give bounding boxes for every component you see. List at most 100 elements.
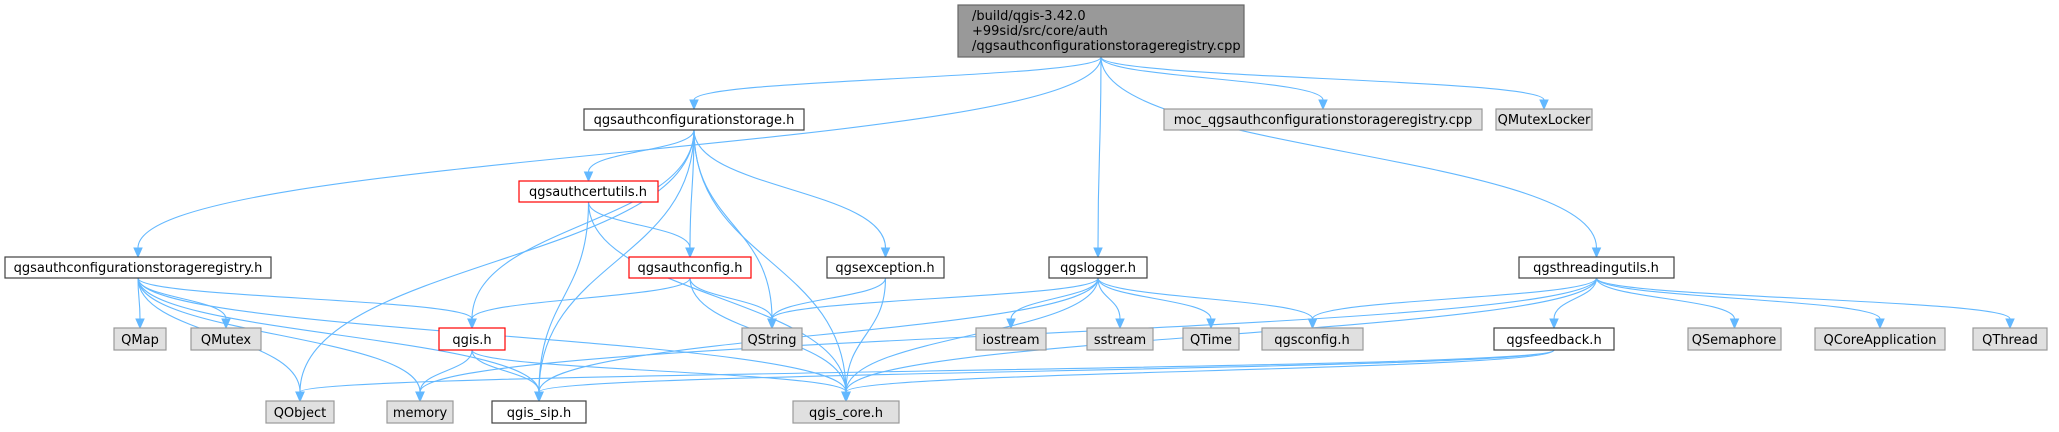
node-iostream[interactable]: iostream (975, 327, 1047, 351)
edge-logger-to-sstream (1097, 277, 1125, 330)
root-file-node[interactable]: /build/qgis-3.42.0 +99sid/src/core/auth … (957, 4, 1245, 58)
edge-root-to-moc (1100, 56, 1328, 111)
node-sstream[interactable]: sstream (1086, 327, 1154, 351)
edge-feedback-to-qgis_core (841, 349, 1555, 403)
edge-arrowhead (1318, 99, 1328, 111)
edge-arrowhead (583, 171, 594, 183)
edge-arrowhead (880, 247, 891, 259)
edge-line (1010, 277, 1099, 320)
node-qgsauthconfigurationstorage-h[interactable]: qgsauthconfigurationstorage.h (583, 108, 805, 131)
edge-line (771, 277, 887, 320)
node-qgsfeedback-h[interactable]: qgsfeedback.h (1493, 327, 1615, 351)
node-label: QObject (274, 406, 327, 421)
edge-line (471, 349, 847, 393)
node-label: qgis_core.h (809, 406, 883, 421)
edge-arrowhead (133, 247, 143, 259)
edge-line (137, 277, 473, 320)
edge-arrowhead (2005, 318, 2015, 330)
node-qtime[interactable]: QTime (1182, 327, 1240, 351)
node-qcoreapplication[interactable]: QCoreApplication (1814, 327, 1946, 351)
edge-line (693, 129, 887, 249)
edge-line (137, 56, 1102, 249)
edge-registry_h-to-qgis_h (137, 277, 477, 330)
node-qthread[interactable]: QThread (1972, 327, 2048, 351)
edge-arrowhead (467, 318, 477, 330)
edge-feedback-to-qobject (295, 349, 1555, 403)
node-qobject[interactable]: QObject (265, 400, 335, 424)
node-moc-cpp[interactable]: moc_qgsauthconfigurationstorageregistry.… (1163, 108, 1483, 131)
edge-arrowhead (135, 318, 145, 330)
node-qgis-h[interactable]: qgis.h (438, 327, 506, 351)
edge-line (538, 277, 1099, 393)
node-label: qgsauthconfig.h (638, 261, 743, 276)
node-qgis-core-h[interactable]: qgis_core.h (792, 400, 900, 424)
node-label: iostream (982, 333, 1039, 348)
node-qgsauthcertutils-h[interactable]: qgsauthcertutils.h (518, 180, 659, 203)
edge-line (771, 277, 1099, 320)
edge-line (1100, 56, 1324, 101)
edge-line (538, 201, 590, 393)
edge-line (1097, 277, 1314, 320)
edge-arrowhead (1307, 318, 1318, 330)
edge-line (538, 129, 695, 393)
node-qgsauthconfig-h[interactable]: qgsauthconfig.h (628, 256, 752, 279)
edge-line (471, 129, 695, 320)
edge-threadingutils-to-feedback (1549, 277, 1598, 330)
edge-arrowhead (1206, 318, 1216, 330)
node-qgis-sip-h[interactable]: qgis_sip.h (491, 400, 587, 424)
node-label: QMap (121, 333, 159, 348)
node-label: qgis.h (452, 333, 491, 348)
node-label: QSemaphore (1692, 333, 1777, 348)
edge-qgis_h-to-memory (415, 349, 473, 403)
edge-arrowhead (534, 391, 544, 403)
edge-feedback-to-qgis_sip (534, 349, 1555, 403)
edge-arrowhead (685, 247, 695, 259)
edge-arrowhead (1875, 318, 1885, 330)
node-label: qgsauthcertutils.h (529, 185, 647, 200)
edge-logger-to-qtime (1097, 277, 1216, 330)
node-label: qgsauthconfigurationstorage.h (594, 113, 795, 128)
node-qgsexception-h[interactable]: qgsexception.h (826, 256, 945, 279)
root-file-label-line-2: +99sid/src/core/auth (972, 24, 1108, 39)
node-qmutex[interactable]: QMutex (190, 327, 262, 351)
edge-arrowhead (415, 391, 425, 403)
edge-line (471, 349, 540, 393)
edge-line (1595, 277, 2011, 320)
edge-arrowhead (295, 391, 305, 403)
edge-line (538, 349, 1555, 393)
node-label: qgslogger.h (1060, 261, 1136, 276)
node-memory[interactable]: memory (386, 400, 454, 424)
node-qgsauthconfigurationstorageregistry-h[interactable]: qgsauthconfigurationstorageregistry.h (4, 256, 272, 279)
edge-line (693, 129, 847, 393)
node-label: QMutex (201, 333, 252, 348)
node-label: sstream (1094, 333, 1146, 348)
edge-arrowhead (1729, 318, 1740, 330)
edge-line (137, 277, 540, 393)
edge-arrowhead (1006, 318, 1016, 330)
node-label: memory (393, 406, 448, 421)
edge-storage_h-to-exception (693, 129, 891, 259)
edge-line (1097, 56, 1102, 249)
node-qgsthreadingutils-h[interactable]: qgsthreadingutils.h (1518, 256, 1675, 279)
node-label: qgsconfig.h (1274, 333, 1349, 348)
node-qmap[interactable]: QMap (113, 327, 167, 351)
node-qgslogger-h[interactable]: qgslogger.h (1048, 256, 1148, 279)
edge-line (137, 277, 421, 393)
edge-line (587, 129, 695, 173)
edge-arrowhead (1539, 99, 1549, 111)
node-qmutexlocker[interactable]: QMutexLocker (1495, 108, 1593, 131)
edge-qgis_h-to-qgis_sip (471, 349, 544, 403)
edge-storage_h-to-authcertutils (583, 129, 695, 183)
edge-line (689, 277, 773, 320)
edge-line (1595, 277, 1736, 320)
edge-line (419, 349, 473, 393)
node-qstring[interactable]: QString (741, 327, 803, 351)
edge-line (1100, 56, 1598, 249)
edge-line (1311, 277, 1598, 320)
edge-arrowhead (1115, 318, 1125, 330)
edge-arrowhead (767, 318, 777, 330)
node-qsemaphore[interactable]: QSemaphore (1687, 327, 1782, 351)
edge-root-to-registry_h (133, 56, 1102, 259)
node-qgsconfig-h[interactable]: qgsconfig.h (1261, 327, 1364, 351)
node-label: qgsauthconfigurationstorageregistry.h (14, 261, 263, 276)
